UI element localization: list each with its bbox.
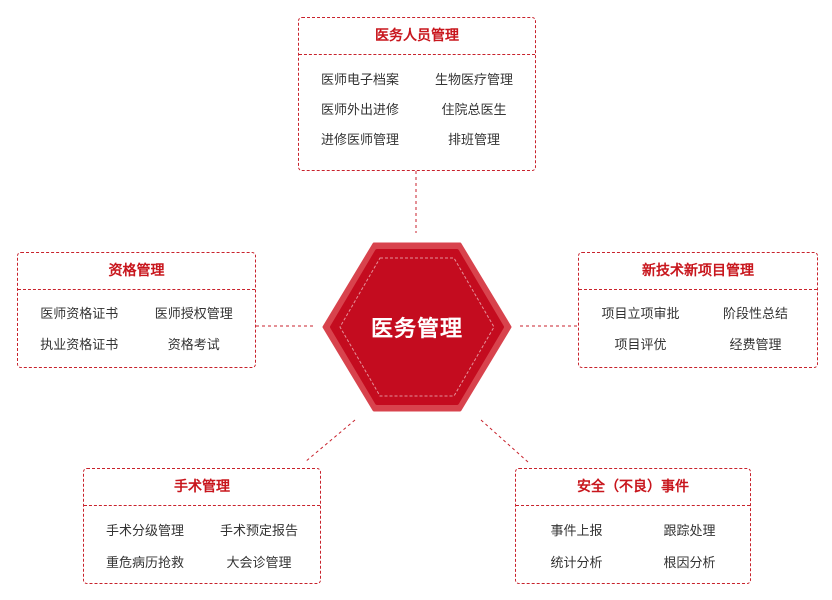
new-tech-item: 项目评优 xyxy=(614,338,667,353)
box-qualification: 资格管理 医师资格证书 医师授权管理 执业资格证书 资格考试 xyxy=(17,252,256,368)
connector-bottom-right xyxy=(480,419,529,463)
safety-item: 跟踪处理 xyxy=(663,524,716,539)
new-tech-item: 经费管理 xyxy=(729,338,782,353)
new-tech-item: 阶段性总结 xyxy=(722,307,788,322)
surgery-item: 手术预定报告 xyxy=(219,524,298,539)
box-personnel: 医务人员管理 医师电子档案 生物医疗管理 医师外出进修 住院总医生 进修医师管理… xyxy=(298,17,536,171)
personnel-item: 生物医疗管理 xyxy=(434,73,513,88)
personnel-item: 住院总医生 xyxy=(441,103,507,118)
qualification-item: 医师资格证书 xyxy=(40,307,119,322)
box-safety-title: 安全（不良）事件 xyxy=(516,469,750,506)
personnel-item: 医师电子档案 xyxy=(320,73,399,88)
personnel-item: 医师外出进修 xyxy=(320,103,399,118)
connector-bottom-left xyxy=(304,419,356,463)
safety-item: 统计分析 xyxy=(550,556,603,571)
box-new-tech: 新技术新项目管理 项目立项审批 阶段性总结 项目评优 经费管理 xyxy=(578,252,818,368)
box-surgery-items: 手术分级管理 手术预定报告 重危病历抢救 大会诊管理 xyxy=(84,506,320,571)
box-personnel-title: 医务人员管理 xyxy=(299,18,535,55)
box-surgery-title: 手术管理 xyxy=(84,469,320,506)
safety-item: 根因分析 xyxy=(663,556,716,571)
box-safety-items: 事件上报 跟踪处理 统计分析 根因分析 xyxy=(516,506,750,571)
personnel-item: 排班管理 xyxy=(447,133,500,148)
personnel-item: 进修医师管理 xyxy=(320,133,399,148)
box-surgery: 手术管理 手术分级管理 手术预定报告 重危病历抢救 大会诊管理 xyxy=(83,468,321,584)
qualification-item: 执业资格证书 xyxy=(40,338,119,353)
box-new-tech-items: 项目立项审批 阶段性总结 项目评优 经费管理 xyxy=(579,290,817,353)
hexagon-shape xyxy=(322,242,512,412)
center-hexagon: 医务管理 xyxy=(322,242,512,412)
box-personnel-items: 医师电子档案 生物医疗管理 医师外出进修 住院总医生 进修医师管理 排班管理 xyxy=(299,55,535,148)
box-new-tech-title: 新技术新项目管理 xyxy=(579,253,817,290)
box-qualification-title: 资格管理 xyxy=(18,253,255,290)
box-qualification-items: 医师资格证书 医师授权管理 执业资格证书 资格考试 xyxy=(18,290,255,353)
center-title: 医务管理 xyxy=(370,317,463,342)
surgery-item: 重危病历抢救 xyxy=(105,556,184,571)
box-safety: 安全（不良）事件 事件上报 跟踪处理 统计分析 根因分析 xyxy=(515,468,751,584)
new-tech-item: 项目立项审批 xyxy=(601,307,680,322)
qualification-item: 医师授权管理 xyxy=(154,307,233,322)
qualification-item: 资格考试 xyxy=(167,338,220,353)
surgery-item: 手术分级管理 xyxy=(105,524,184,539)
safety-item: 事件上报 xyxy=(550,524,603,539)
surgery-item: 大会诊管理 xyxy=(226,556,292,571)
